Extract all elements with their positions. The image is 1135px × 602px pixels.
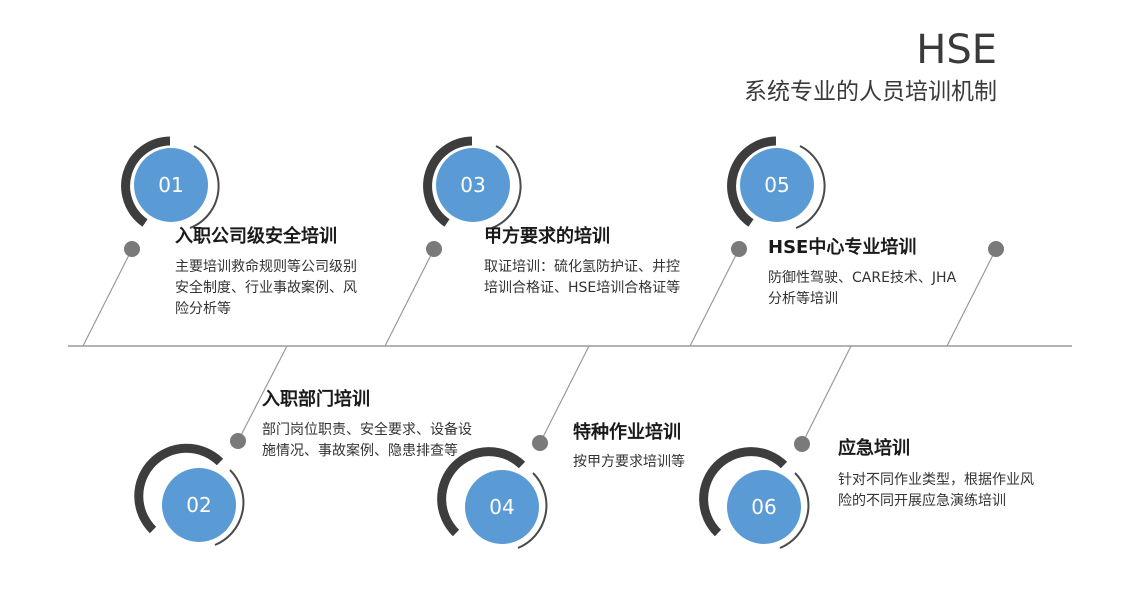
dot-02 [230,433,246,449]
step-title-01: 入职公司级安全培训 [175,226,337,247]
dot-end [988,241,1004,257]
step-desc-06: 针对不同作业类型，根据作业风险的不同开展应急演练培训 [838,472,1034,509]
step-circle-04: 04 [437,447,548,549]
step-circle-06: 06 [699,447,810,549]
connector-line-04 [539,345,590,444]
step-circle-03: 03 [423,136,522,229]
header-subtitle: 系统专业的人员培训机制 [744,79,997,105]
step-number-06: 06 [751,495,776,519]
step-number-04: 04 [489,495,514,519]
dot-05 [731,241,747,257]
connector-line-01 [82,248,133,347]
step-desc-05: 防御性驾驶、CARE技术、JHA分析等培训 [768,270,957,307]
step-number-01: 01 [158,173,183,197]
connector-line-end [946,248,997,347]
step-title-06: 应急培训 [838,438,910,459]
step-circle-02: 02 [134,443,245,546]
connector-line-05 [689,248,740,347]
connector-line-02 [237,345,288,442]
step-desc-02: 部门岗位职责、安全要求、设备设施情况、事故案例、隐患排查等 [262,422,472,459]
header-title: HSE [916,27,997,73]
step-number-05: 05 [764,173,789,197]
dot-06 [794,436,810,452]
step-desc-03: 取证培训：硫化氢防护证、井控培训合格证、HSE培训合格证等 [484,259,681,296]
step-desc-01: 主要培训救命规则等公司级别安全制度、行业事故案例、风险分析等 [175,259,357,317]
dot-03 [426,241,442,257]
step-circle-01: 01 [121,136,220,229]
step-title-04: 特种作业培训 [573,422,681,443]
connector-line-06 [801,345,852,445]
connector-line-03 [384,248,435,347]
step-circle-05: 05 [727,136,826,229]
step-number-02: 02 [186,493,211,517]
header: HSE 系统专业的人员培训机制 [744,28,997,108]
dot-01 [124,241,140,257]
step-title-05: HSE中心专业培训 [768,237,917,258]
step-title-02: 入职部门培训 [262,389,370,410]
dot-04 [532,435,548,451]
step-title-03: 甲方要求的培训 [484,226,610,247]
step-number-03: 03 [460,173,485,197]
step-desc-04: 按甲方要求培训等 [573,454,685,470]
